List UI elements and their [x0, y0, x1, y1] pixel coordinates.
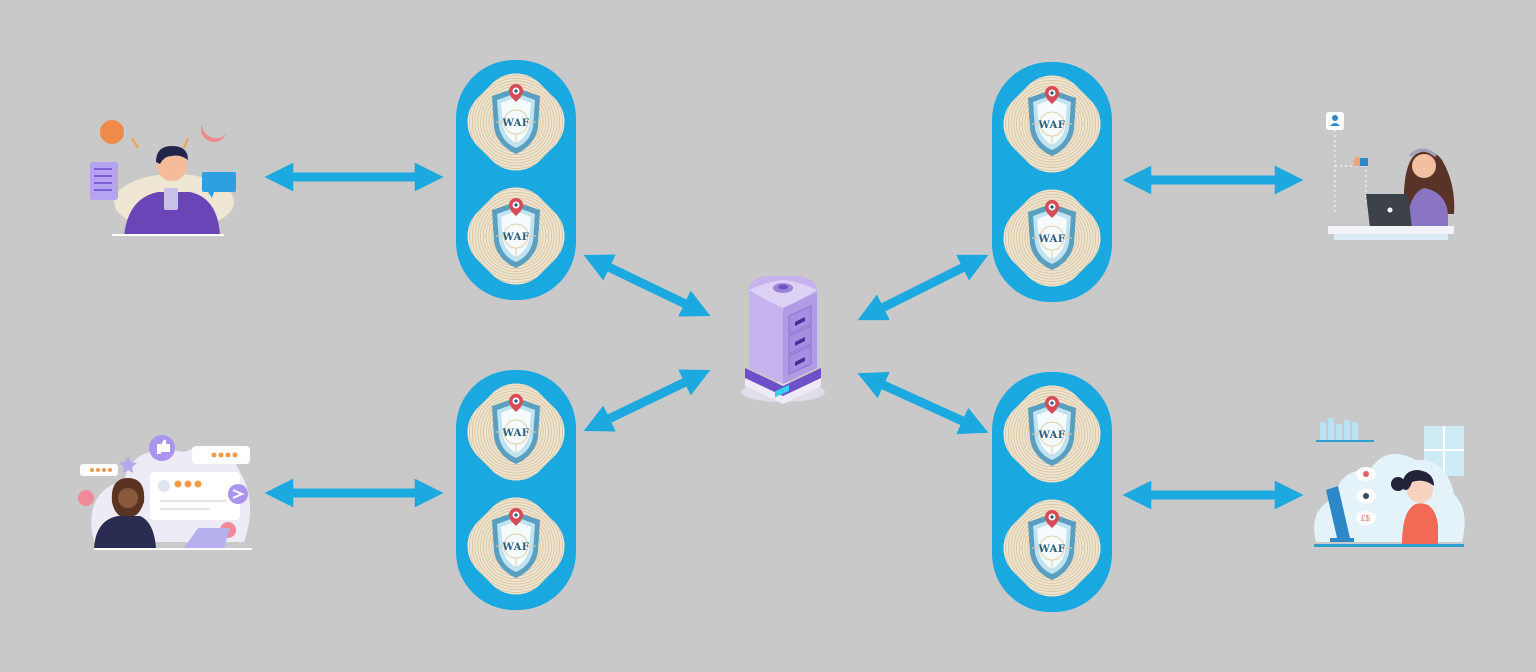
- waf-group-top-right: WAF WAF: [989, 61, 1115, 302]
- woman-at-computer-illustration: £$: [1314, 418, 1465, 547]
- waf-node: WAF: [453, 369, 579, 495]
- arrow-waf-server-top-left: [583, 254, 711, 317]
- arrow-waf-server-bottom-right: [857, 372, 989, 434]
- arrow-waf-server-top-right: [857, 254, 989, 321]
- woman-with-headset-laptop-illustration: [1326, 112, 1455, 240]
- waf-group-bottom-right: WAF WAF: [989, 371, 1115, 612]
- waf-label: WAF: [502, 232, 530, 243]
- server-cabinet-icon: [741, 276, 825, 404]
- waf-node: WAF: [989, 485, 1115, 611]
- waf-label: WAF: [1038, 544, 1066, 555]
- svg-text:£$: £$: [1361, 514, 1370, 523]
- waf-node: WAF: [453, 59, 579, 185]
- waf-node: WAF: [453, 173, 579, 299]
- waf-group-bottom-left: WAF WAF: [453, 369, 579, 610]
- woman-reviewing-ratings-illustration: [78, 435, 252, 550]
- waf-group-top-left: WAF WAF: [453, 59, 579, 300]
- waf-label: WAF: [502, 542, 530, 553]
- waf-node: WAF: [989, 175, 1115, 301]
- waf-node: WAF: [989, 61, 1115, 187]
- arrow-waf-server-bottom-left: [583, 369, 711, 432]
- waf-label: WAF: [502, 428, 530, 439]
- waf-label: WAF: [1038, 430, 1066, 441]
- waf-label: WAF: [1038, 234, 1066, 245]
- waf-label: WAF: [1038, 120, 1066, 131]
- waf-node: WAF: [989, 371, 1115, 497]
- man-with-phone-illustration: [90, 120, 236, 236]
- waf-node: WAF: [453, 483, 579, 609]
- waf-label: WAF: [502, 118, 530, 129]
